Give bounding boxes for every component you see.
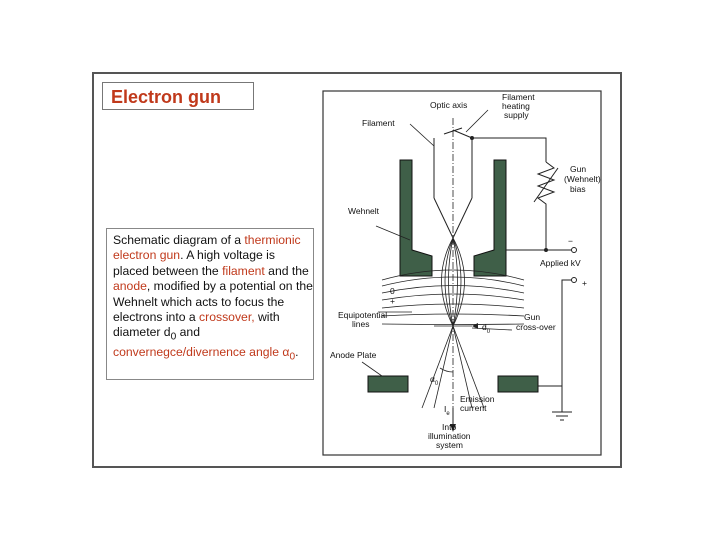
heating-switch-arm: [443, 127, 463, 135]
label-gun-bias: (Wehnelt): [564, 174, 601, 184]
desc-part: with diameter d: [113, 310, 280, 340]
anode-plate-left: [367, 375, 409, 393]
bias-junction: [544, 248, 548, 252]
terminal-minus: [571, 247, 577, 253]
heating-wire: [472, 137, 547, 162]
label-wehnelt: Wehnelt: [348, 206, 380, 216]
label-alpha0: α0: [430, 374, 439, 387]
desc-highlight-anode: anode: [113, 279, 147, 294]
wehnelt-right: [473, 159, 507, 277]
wehnelt-left: [399, 159, 433, 277]
label-gun-bias: Gun: [570, 164, 586, 174]
desc-part: and the: [264, 263, 309, 278]
desc-part: , modified by a potential on the Wehnelt…: [113, 279, 313, 325]
label-anode-plate: Anode Plate: [330, 350, 377, 360]
desc-subscript: 0: [170, 331, 177, 343]
desc-part: Schematic diagram of a: [113, 233, 245, 247]
label-filament-heating: heating: [502, 101, 530, 111]
label-into: illumination: [428, 431, 471, 441]
d0-arrow: [472, 323, 478, 329]
label-into: Into: [442, 422, 456, 432]
equipotential-lines: [381, 269, 525, 325]
heating-junction: [470, 136, 474, 140]
label-gun-crossover: cross-over: [516, 322, 556, 332]
label-alpha0-sub: 0: [435, 381, 439, 387]
desc-highlight-angle: convernegce/divernence angle α: [113, 345, 290, 360]
label-applied-kv: Applied kV: [540, 258, 581, 268]
label-plus-right: +: [582, 278, 587, 288]
label-alpha0-text: α: [430, 374, 435, 384]
desc-part: . A high voltage is placed between the: [113, 248, 275, 278]
label-plus: +: [390, 296, 395, 306]
emission-arrowhead: [450, 424, 456, 432]
filament-wire-left: [433, 197, 454, 239]
label-gun-crossover: Gun: [524, 312, 540, 322]
filament-wire-right: [452, 197, 473, 239]
label-ie-text: I: [444, 404, 446, 414]
anode-plate-right: [497, 375, 539, 393]
desc-part: .: [295, 345, 299, 360]
title-box: Electron gun: [102, 82, 254, 110]
label-d0: d0: [482, 322, 491, 335]
label-optic-axis: Optic axis: [430, 100, 467, 110]
label-filament-heating: supply: [504, 110, 529, 120]
label-gun-bias: bias: [570, 184, 586, 194]
desc-highlight-crossover: crossover,: [199, 310, 255, 325]
bias-resistor: [536, 161, 556, 250]
terminal-plus: [571, 277, 577, 283]
label-minus: −: [568, 236, 573, 246]
label-equipotential: lines: [352, 319, 369, 329]
label-emission: current: [460, 403, 487, 413]
diagram-border: [322, 90, 602, 456]
description-box: Schematic diagram of a thermionic electr…: [106, 228, 314, 380]
label-filament: Filament: [362, 118, 395, 128]
label-equipotential: Equipotential: [338, 310, 387, 320]
leader-lines: [361, 109, 513, 377]
label-d0-text: d: [482, 322, 487, 332]
label-filament-heating: Filament: [502, 92, 535, 102]
desc-subscript: 0: [289, 351, 296, 363]
heating-switch: [452, 129, 473, 139]
alpha-arc: [439, 367, 454, 373]
bias-resistor-arrow: [533, 167, 559, 203]
label-d0-sub: 0: [487, 329, 491, 335]
anode-supply-wire: [561, 279, 572, 412]
label-into: system: [436, 440, 463, 450]
label-emission: Emission: [460, 394, 495, 404]
electron-beam-lines: [421, 237, 485, 409]
description-text: Schematic diagram of a thermionic electr…: [113, 233, 313, 365]
label-ie-sub: e: [446, 411, 450, 417]
electron-gun-diagram: Optic axis Filament heating supply Filam…: [322, 90, 602, 456]
slide-title: Electron gun: [111, 87, 222, 107]
desc-part: and: [176, 325, 200, 340]
desc-highlight-filament: filament: [222, 263, 265, 278]
desc-highlight-thermionic: thermionic electron gun: [113, 233, 301, 263]
label-zero: 0: [390, 286, 395, 296]
label-ie: Ie: [444, 404, 450, 417]
